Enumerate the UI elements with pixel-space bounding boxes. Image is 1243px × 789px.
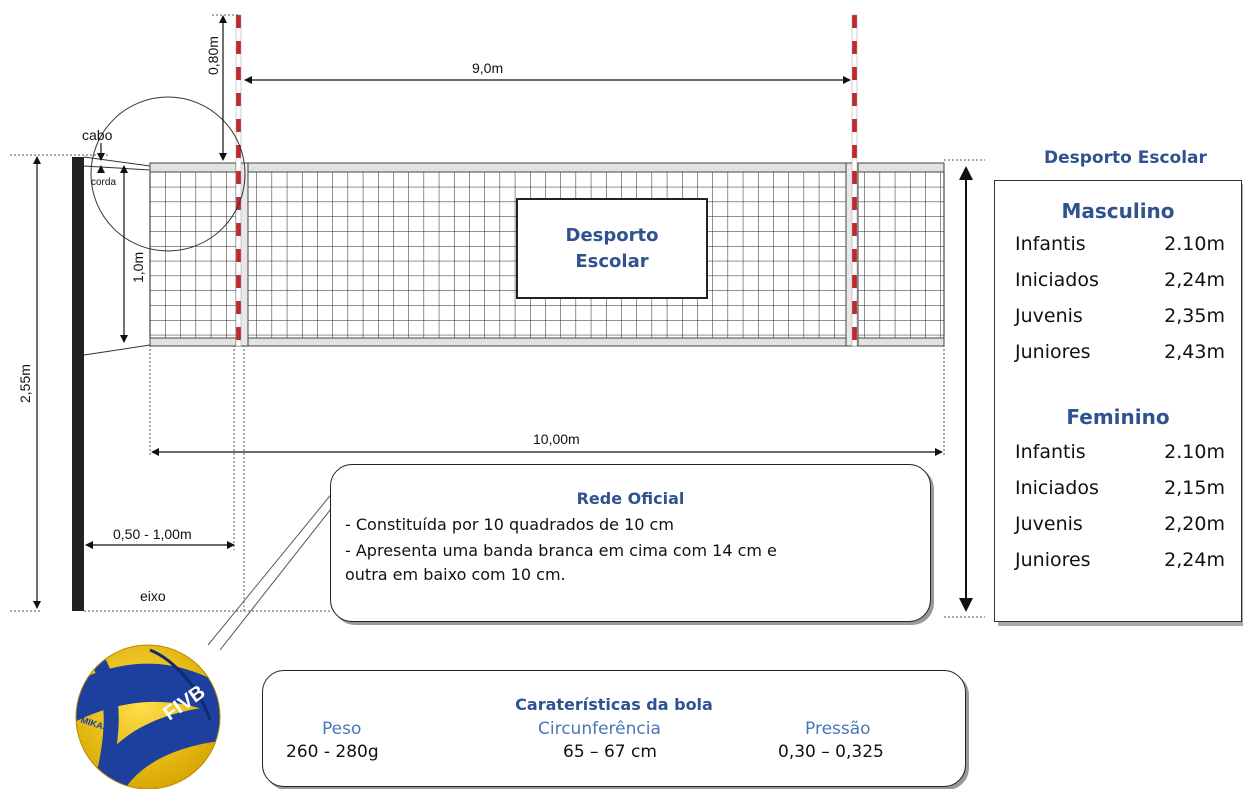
ball-title: Caraterísticas da bola	[515, 695, 713, 714]
rede-oficial-line: outra em baixo com 10 cm.	[345, 565, 566, 584]
antenna-left	[235, 14, 242, 347]
masculino-title: Masculino	[1061, 199, 1175, 223]
antenna-right	[851, 14, 858, 347]
label-post-distance: 0,50 - 1,00m	[113, 526, 192, 542]
net-cables	[83, 156, 151, 356]
callout-pointer	[207, 485, 339, 651]
label-axis: eixo	[140, 588, 166, 604]
rede-oficial-line: - Constituída por 10 quadrados de 10 cm	[345, 515, 674, 534]
net-bottom-band	[149, 337, 945, 347]
net-post	[72, 157, 84, 611]
label-cable: cabo	[82, 127, 113, 143]
circumference-value: 65 – 67 cm	[563, 742, 657, 762]
label-total-height: 2,55m	[17, 364, 33, 403]
net-top-band	[149, 162, 945, 173]
net-label-box: Desporto Escolar	[516, 198, 708, 299]
rede-oficial-title: Rede Oficial	[576, 489, 685, 508]
pressure-label: Pressão	[805, 719, 871, 739]
label-net-width: 10,00m	[533, 431, 580, 447]
label-antenna-height: 0,80m	[205, 36, 221, 75]
rede-oficial-callout: Rede Oficial - Constituída por 10 quadra…	[330, 464, 931, 622]
detail-circle	[90, 96, 246, 252]
right-panel-title: Desporto Escolar	[1044, 148, 1207, 168]
volleyball-image: FIVB MIKASA	[75, 644, 221, 789]
dimension-arrows	[33, 15, 973, 612]
label-net-height: 1,0m	[130, 252, 146, 283]
reference-lines	[10, 154, 985, 618]
ball-characteristics-box: Caraterísticas da bola Peso 260 - 280g C…	[262, 670, 966, 787]
weight-label: Peso	[322, 719, 362, 739]
pressure-value: 0,30 – 0,325	[778, 742, 884, 762]
weight-value: 260 - 280g	[286, 742, 379, 762]
net-label-text: Desporto Escolar	[565, 224, 659, 272]
label-rope: corda	[91, 177, 116, 188]
rede-oficial-line: - Apresenta uma banda branca em cima com…	[345, 541, 777, 560]
circumference-label: Circunferência	[538, 719, 661, 739]
label-antenna-spacing: 9,0m	[472, 60, 503, 76]
feminino-title: Feminino	[1066, 405, 1170, 429]
